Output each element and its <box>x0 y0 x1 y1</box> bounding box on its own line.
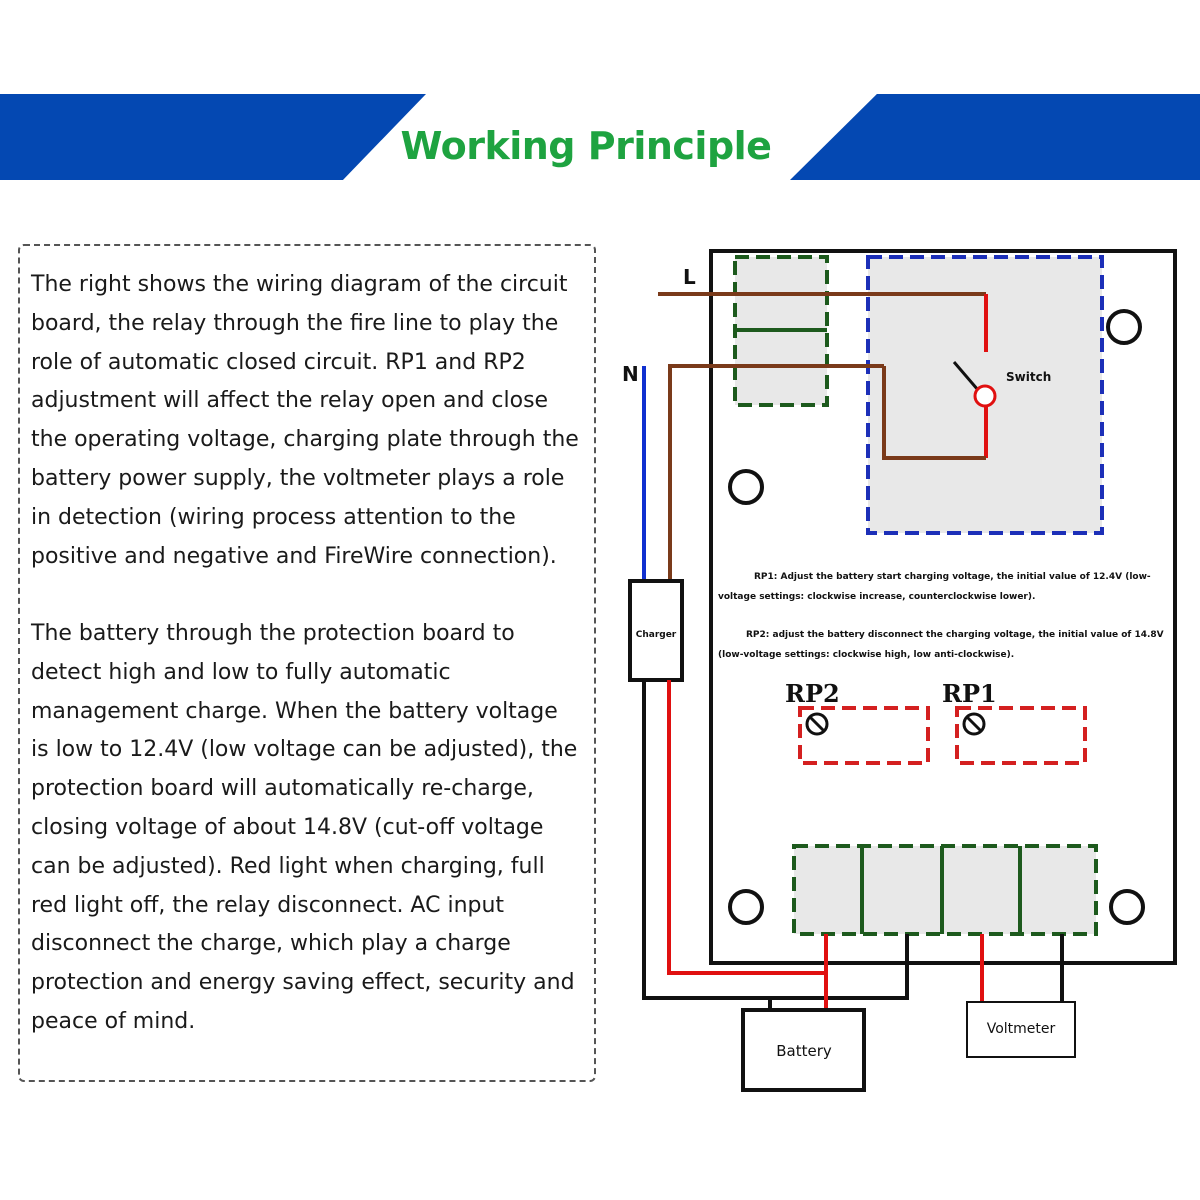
label-live: L <box>683 265 696 289</box>
mounting-hole-bottom-left <box>728 889 764 925</box>
label-switch: Switch <box>1006 370 1051 384</box>
description-paragraph-1: The right shows the wiring diagram of th… <box>31 272 579 569</box>
label-charger: Charger <box>636 630 677 640</box>
header-banner-left <box>0 94 426 180</box>
page-title: Working Principle <box>400 124 772 168</box>
mounting-hole-mid-left <box>728 469 764 505</box>
wire-charger-positive <box>667 680 826 975</box>
switch-blade <box>952 361 980 391</box>
charger-box <box>628 579 684 682</box>
mounting-hole-top-right <box>1106 309 1142 345</box>
label-neutral: N <box>622 362 639 386</box>
rp2-adjust-screw-icon <box>805 712 829 736</box>
rp1-label: RP1 <box>942 679 997 708</box>
wire-charger-negative <box>642 680 909 1000</box>
rp1-note-line-2: voltage settings: clockwise increase, co… <box>718 592 1035 602</box>
battery-box <box>741 1008 866 1092</box>
output-terminal-block <box>792 844 1098 936</box>
label-voltmeter: Voltmeter <box>987 1021 1056 1037</box>
description-box <box>18 244 596 1082</box>
rp1-note-line-1: RP1: Adjust the battery start charging v… <box>754 572 1151 582</box>
mounting-hole-bottom-right <box>1109 889 1145 925</box>
voltmeter-box <box>966 1001 1076 1058</box>
description-paragraph-2: The battery through the protection board… <box>31 621 578 1034</box>
wire-live-to-charger <box>668 364 884 581</box>
switch-contact <box>973 384 997 408</box>
label-battery: Battery <box>776 1042 832 1060</box>
rp2-label: RP2 <box>785 679 840 708</box>
rp2-note-line-1: RP2: adjust the battery disconnect the c… <box>746 630 1164 640</box>
rp1-adjust-screw-icon <box>962 712 986 736</box>
wire-switch-return <box>882 366 986 460</box>
rp2-note-line-2: (low-voltage settings: clockwise high, l… <box>718 650 1014 660</box>
